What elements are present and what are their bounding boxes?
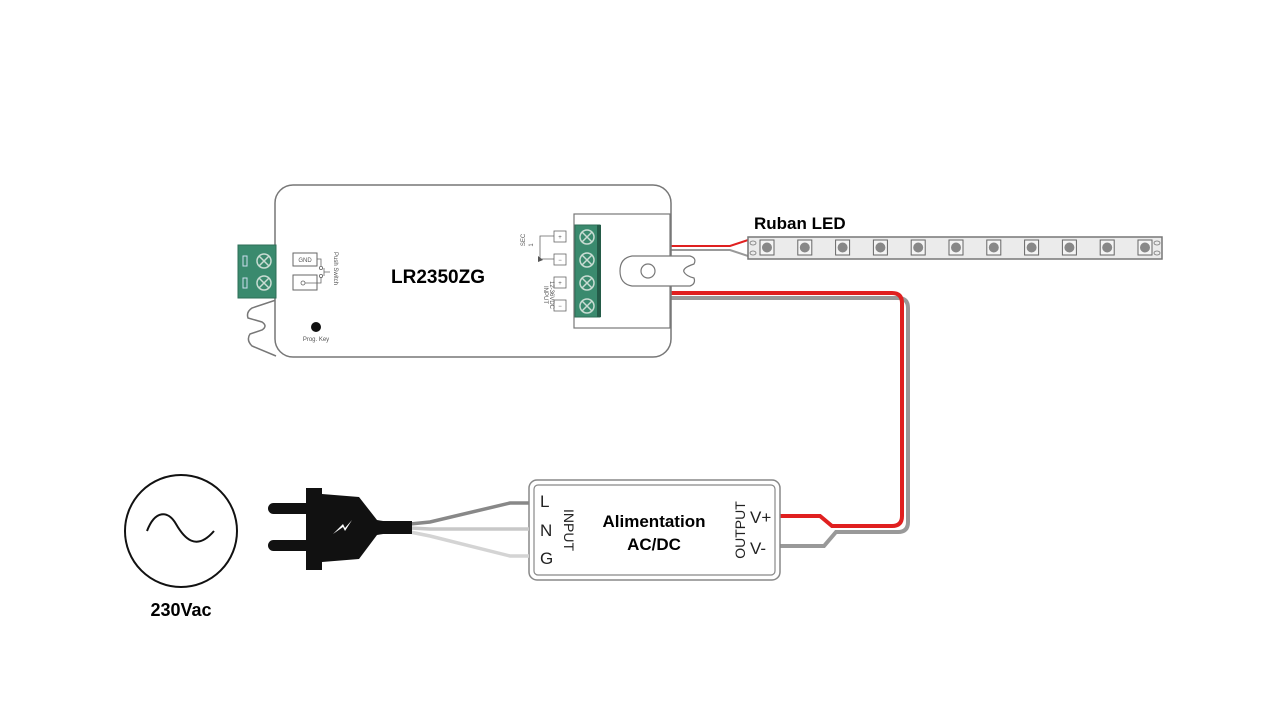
wire-controller-to-psu bbox=[600, 282, 910, 548]
input-range-label: 12-36VDC bbox=[548, 281, 554, 310]
wire-N bbox=[409, 526, 529, 531]
screw-cross bbox=[581, 300, 593, 312]
psu-output-label: OUTPUT bbox=[732, 501, 748, 559]
plug-icon bbox=[268, 488, 412, 570]
led-lens bbox=[799, 242, 810, 253]
input-label-controller: INPUT bbox=[542, 286, 548, 304]
power-supply: L N G INPUT Alimentation AC/DC OUTPUT V+… bbox=[528, 479, 781, 581]
prog-key-label: Prog. Key bbox=[303, 337, 329, 343]
mounting-ear-left bbox=[246, 299, 277, 357]
led-lens bbox=[951, 242, 961, 253]
psu-title-line1: Alimentation bbox=[603, 512, 706, 531]
prog-key-button bbox=[311, 322, 321, 332]
led-strip-label: Ruban LED bbox=[754, 214, 846, 233]
lightning-icon bbox=[333, 520, 352, 534]
push-switch-symbol bbox=[305, 258, 330, 284]
sec-bracket bbox=[539, 235, 554, 260]
svg-text:+: + bbox=[558, 235, 562, 241]
svg-text:−: − bbox=[558, 304, 562, 310]
led-lens bbox=[837, 242, 848, 253]
psu-pin-vplus: V+ bbox=[750, 508, 771, 527]
psu-input-label: INPUT bbox=[561, 509, 577, 551]
push-switch-terminal bbox=[237, 244, 277, 299]
push-switch-label: Push Switch bbox=[332, 252, 338, 285]
svg-text:+: + bbox=[558, 281, 562, 287]
mounting-ear-right bbox=[619, 255, 696, 287]
led-lens bbox=[988, 242, 999, 253]
sine-wave-icon bbox=[146, 513, 215, 543]
psu-pin-N: N bbox=[540, 521, 552, 540]
gnd-pin-box bbox=[292, 252, 318, 267]
mains-cable bbox=[409, 501, 529, 558]
led-lens bbox=[1140, 242, 1150, 253]
led-strip: Ruban LED bbox=[747, 214, 1163, 260]
sec-label: SEC bbox=[521, 233, 527, 246]
led-lens bbox=[875, 242, 886, 253]
sec-channel: 1 bbox=[529, 243, 535, 247]
gnd-label: GND bbox=[298, 258, 312, 264]
psu-inner bbox=[533, 484, 776, 576]
screw-cross bbox=[581, 231, 593, 243]
ac-source-label: 230Vac bbox=[150, 600, 211, 620]
psu-pin-G: G bbox=[540, 549, 553, 568]
wire-L bbox=[409, 501, 529, 526]
screw-cross bbox=[581, 277, 593, 289]
mounting-hole bbox=[640, 263, 656, 279]
screw-cross bbox=[581, 254, 593, 266]
pin-labels: + − + − bbox=[538, 230, 567, 312]
wire-G bbox=[409, 530, 529, 558]
led-lens bbox=[1102, 242, 1113, 253]
psu-pin-L: L bbox=[540, 492, 549, 511]
controller-model: LR2350ZG bbox=[391, 267, 485, 288]
output-terminal-block bbox=[574, 224, 601, 318]
wire-input-positive bbox=[600, 282, 904, 528]
psu-pin-vminus: V- bbox=[750, 539, 766, 558]
controller-device: GND Push Switch Prog. Key LR2350ZG + − + bbox=[237, 184, 696, 358]
led-lens bbox=[913, 242, 924, 253]
led-lens bbox=[762, 242, 772, 253]
led-symbol-icon bbox=[538, 256, 543, 262]
led-lens bbox=[1026, 242, 1037, 253]
led-lens bbox=[1064, 242, 1075, 253]
ac-source: 230Vac bbox=[124, 474, 238, 620]
svg-text:−: − bbox=[558, 258, 562, 264]
psu-title-line2: AC/DC bbox=[627, 535, 681, 554]
